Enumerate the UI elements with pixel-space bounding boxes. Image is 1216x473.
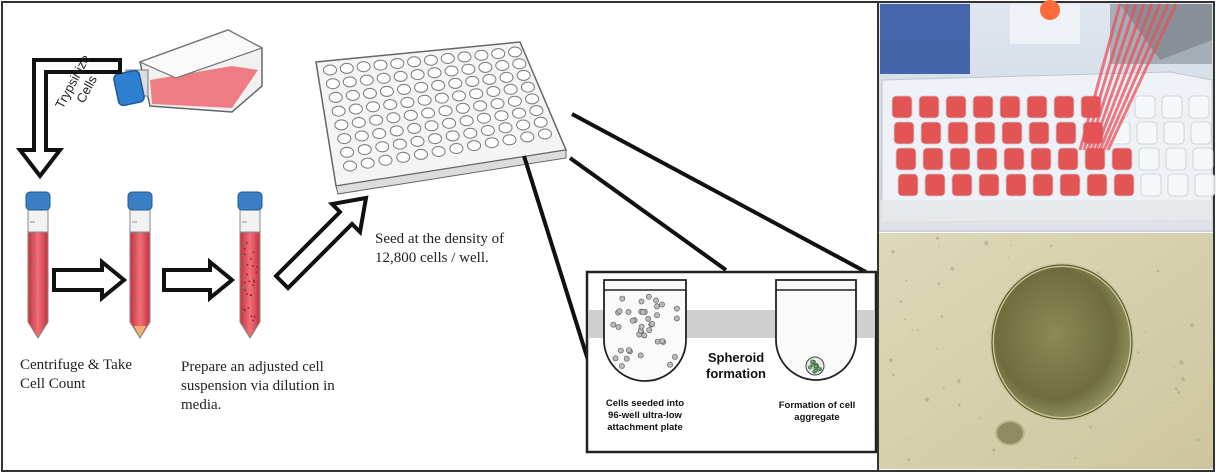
centrifuge-label: Centrifuge & Take Cell Count — [20, 356, 132, 394]
seed-label: Seed at the density of 12,800 cells / we… — [375, 230, 504, 268]
spheroid-micrograph — [879, 233, 1213, 469]
falcon-tube-2 — [128, 192, 152, 338]
spheroid-formation-label: Spheroid formation — [700, 350, 772, 382]
cells-seeded-label: Cells seeded into 96-well ultra-low atta… — [590, 398, 700, 434]
falcon-tube-3 — [238, 192, 262, 338]
prepare-label: Prepare an adjusted cell suspension via … — [181, 358, 335, 415]
pipetting-photo — [879, 0, 1215, 232]
falcon-tube-1 — [26, 192, 50, 338]
aggregate-label: Formation of cell aggregate — [762, 400, 872, 424]
